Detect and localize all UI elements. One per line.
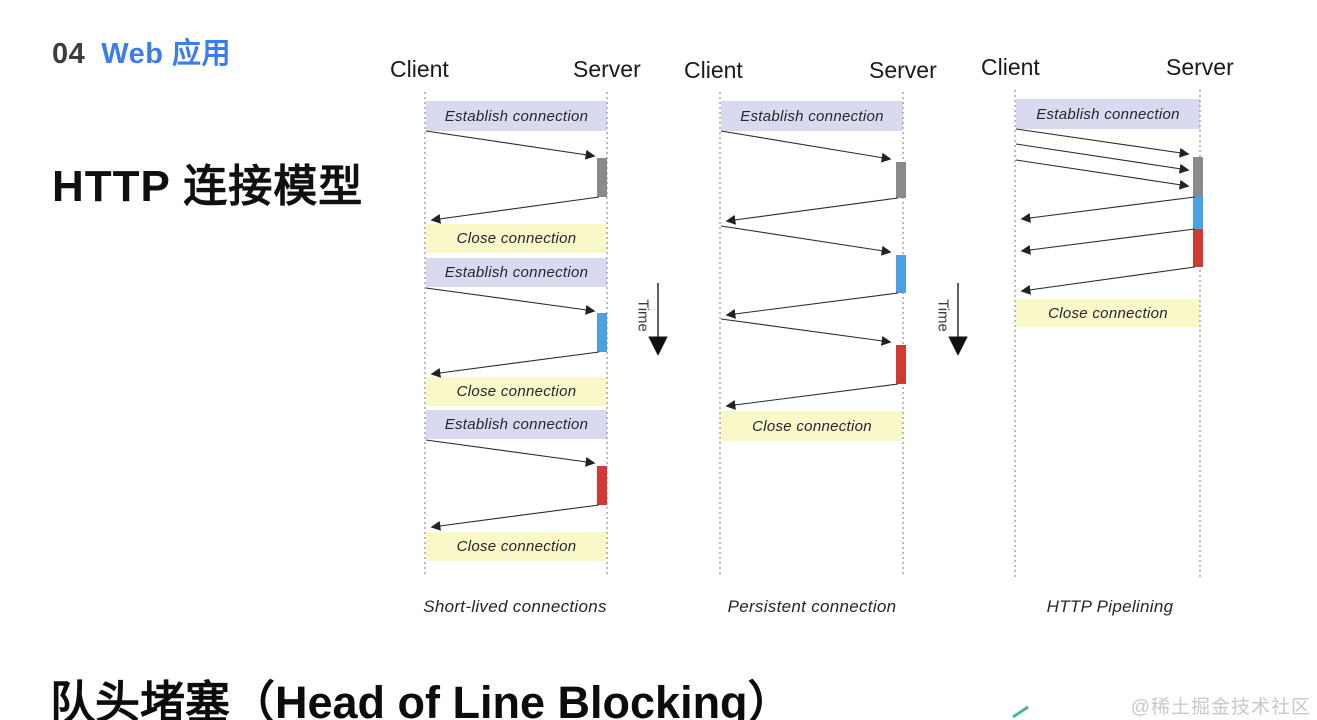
response-arrow <box>725 197 899 225</box>
client-label-1: Client <box>390 56 449 82</box>
client-label-3: Client <box>981 54 1040 80</box>
request-arrow <box>1015 128 1190 158</box>
server-processing-bar-blue <box>1193 196 1203 229</box>
close-connection-band: Close connection <box>426 532 607 561</box>
request-arrow <box>720 318 892 346</box>
server-processing-bar-gray <box>597 158 607 197</box>
server-label-1: Server <box>573 56 641 82</box>
request-arrow <box>425 439 596 467</box>
time-axis-label: Time <box>934 299 952 332</box>
response-arrow <box>430 351 600 378</box>
establish-connection-band: Establish connection <box>721 101 903 131</box>
request-arrow <box>425 287 596 315</box>
request-arrow <box>1015 159 1190 190</box>
page-title: HTTP 连接模型 <box>52 162 364 211</box>
response-arrow <box>725 383 899 410</box>
close-connection-band: Close connection <box>426 377 607 406</box>
response-arrow <box>430 196 600 224</box>
short-lived-arrows <box>425 130 600 531</box>
request-arrow <box>425 130 596 160</box>
response-arrow <box>1020 196 1196 223</box>
request-arrow <box>720 225 892 256</box>
section-number: 04 <box>52 38 86 70</box>
establish-connection-band: Establish connection <box>426 101 607 131</box>
server-processing-bar-blue <box>597 313 607 352</box>
server-label-3: Server <box>1166 54 1234 80</box>
section-title: Web 应用 <box>101 38 232 70</box>
close-connection-band: Close connection <box>1016 299 1200 327</box>
response-arrow <box>725 292 899 319</box>
request-arrow <box>720 130 892 163</box>
server-label-2: Server <box>869 57 937 83</box>
server-processing-bar-red <box>896 345 906 384</box>
pipelining-arrows <box>1015 128 1196 295</box>
diagram-caption-pipelining: HTTP Pipelining <box>1046 597 1174 616</box>
close-connection-band: Close connection <box>426 224 607 253</box>
bottom-heading: 队头堵塞（Head of Line Blocking） <box>50 677 793 720</box>
server-processing-bar-red <box>597 466 607 505</box>
client-label-2: Client <box>684 57 743 83</box>
response-arrow <box>1020 228 1196 255</box>
teal-mark <box>1012 705 1029 719</box>
time-axis-label: Time <box>634 299 652 332</box>
establish-connection-band: Establish connection <box>1016 99 1200 129</box>
lifelines <box>424 90 1201 577</box>
diagram-caption-short-lived: Short-lived connections <box>423 597 607 616</box>
server-processing-bar-gray <box>1193 157 1203 196</box>
slide-header: 04 Web 应用 <box>52 30 231 72</box>
persistent-arrows <box>720 130 899 410</box>
server-processing-bar-red <box>1193 229 1203 267</box>
request-arrow <box>1015 143 1190 174</box>
response-arrow <box>430 504 600 531</box>
watermark: @稀土掘金技术社区 <box>1130 697 1311 718</box>
server-processing-bar-blue <box>896 255 906 293</box>
establish-connection-band: Establish connection <box>426 258 607 287</box>
server-processing-bar-gray <box>896 162 906 198</box>
diagram-caption-persistent: Persistent connection <box>727 597 897 616</box>
establish-connection-band: Establish connection <box>426 410 607 439</box>
response-arrow <box>1020 266 1196 295</box>
close-connection-band: Close connection <box>721 411 903 441</box>
